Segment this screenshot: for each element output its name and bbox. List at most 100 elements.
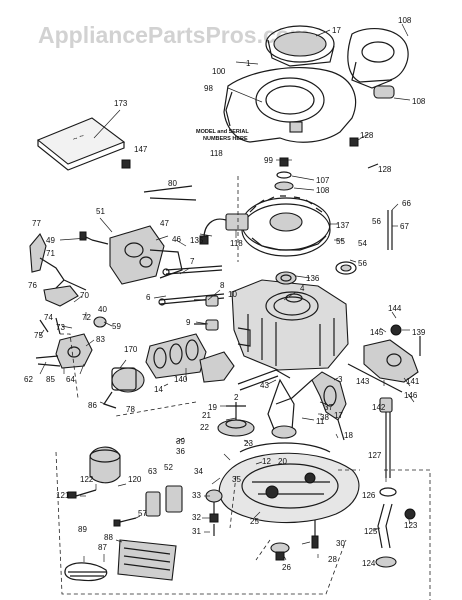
valve-spring-part [194, 295, 219, 331]
part-label: 128 [378, 165, 392, 174]
part-label: 19 [208, 403, 217, 412]
part-label: 146 [404, 391, 418, 400]
part-label: 2 [234, 393, 239, 402]
part-label: 32 [192, 513, 201, 522]
part-label: 86 [88, 401, 97, 410]
part-label: 83 [96, 335, 105, 344]
oil-fill-tube-part [375, 397, 416, 568]
part-label: 139 [412, 328, 426, 337]
part-label: 52 [164, 463, 173, 472]
part-label: 54 [358, 239, 367, 248]
part-label: 85 [46, 375, 55, 384]
part-label: 38 [320, 413, 329, 422]
part-label: 170 [124, 345, 138, 354]
crankshaft-part [275, 371, 347, 441]
part-label: 56 [372, 217, 381, 226]
part-label: 137 [336, 221, 350, 230]
part-label: 143 [356, 377, 370, 386]
model-serial-note-line2: NUMBERS HERE [203, 136, 248, 142]
part-label: 89 [78, 525, 87, 534]
part-label: 98 [204, 84, 213, 93]
part-label: 8 [220, 281, 225, 290]
throttle-linkage-part [29, 233, 87, 307]
choke-linkage-part [35, 316, 107, 369]
part-label: 136 [306, 274, 320, 283]
part-label: 21 [202, 411, 211, 420]
piston-rod-part [267, 378, 297, 439]
part-label: 67 [400, 222, 409, 231]
flywheel-nut-part [274, 157, 294, 191]
part-label: 56 [358, 259, 367, 268]
control-bracket-part [347, 324, 421, 393]
part-label: 57 [138, 509, 147, 518]
part-label: 1 [246, 59, 251, 68]
flywheel-part [241, 195, 331, 257]
part-label: 64 [66, 375, 75, 384]
part-label: 108 [412, 97, 426, 106]
part-label: 147 [134, 145, 148, 154]
part-label: 18 [344, 431, 353, 440]
part-label: 127 [368, 451, 382, 460]
part-label: 140 [174, 375, 188, 384]
part-label: 76 [28, 281, 37, 290]
part-label: 66 [402, 199, 411, 208]
cylinder-block-part [231, 279, 349, 371]
part-label: 36 [176, 447, 185, 456]
governor-lever-part [237, 369, 291, 391]
part-label: 59 [112, 322, 121, 331]
part-label: 28 [328, 555, 337, 564]
part-label: 26 [282, 563, 291, 572]
part-label: 77 [32, 219, 41, 228]
part-label: 11 [316, 417, 325, 426]
part-label: 47 [160, 219, 169, 228]
part-label: 12 [262, 457, 271, 466]
part-label: 125 [364, 527, 378, 536]
ignition-coil-part [199, 213, 249, 245]
part-label: 73 [56, 323, 65, 332]
part-label: 49 [46, 236, 55, 245]
manual-cover-text: ~ ~ [71, 131, 85, 144]
part-label: 108 [398, 16, 412, 25]
part-label: 70 [80, 291, 89, 300]
part-number-labels: 108 17 1 100 98 108 173 128 118 99 107 1… [24, 16, 426, 572]
head-gasket-part [275, 261, 357, 285]
part-label: 78 [126, 405, 135, 414]
part-label: 14 [154, 385, 163, 394]
part-label: 7 [190, 257, 195, 266]
part-label: 6 [146, 293, 151, 302]
air-filter-part [64, 539, 177, 582]
part-label: 51 [96, 207, 105, 216]
part-label: 63 [148, 467, 157, 476]
part-label: 25 [250, 517, 259, 526]
part-label: 33 [192, 491, 201, 500]
part-label: 126 [362, 491, 376, 500]
part-label: 17 [332, 26, 341, 35]
part-label: 118 [230, 239, 243, 248]
part-label: 34 [194, 467, 203, 476]
part-label: 10 [228, 290, 237, 299]
part-label: 30 [336, 539, 345, 548]
oil-sump-part [218, 442, 360, 524]
camshaft-part [217, 402, 255, 437]
part-label: 9 [186, 318, 191, 327]
part-label: 173 [114, 99, 128, 108]
part-label: 37 [324, 403, 333, 412]
part-label: 80 [168, 179, 177, 188]
small-fasteners-part [121, 137, 393, 250]
part-label: 145 [370, 328, 384, 337]
part-label: 87 [98, 543, 107, 552]
part-label: 124 [362, 559, 376, 568]
fuel-filter-part [67, 446, 121, 499]
part-label: 74 [44, 313, 53, 322]
part-label: 71 [46, 249, 55, 258]
float-bowl-part [113, 485, 183, 527]
blower-housing-part [223, 67, 357, 143]
part-label: 128 [360, 131, 374, 140]
part-label: 121 [56, 491, 70, 500]
part-label: 120 [128, 475, 142, 484]
leader-lines [39, 23, 415, 562]
part-label: 122 [80, 475, 94, 484]
part-label: 118 [210, 149, 223, 158]
part-label: 144 [388, 304, 402, 313]
part-label: 46 [172, 235, 181, 244]
